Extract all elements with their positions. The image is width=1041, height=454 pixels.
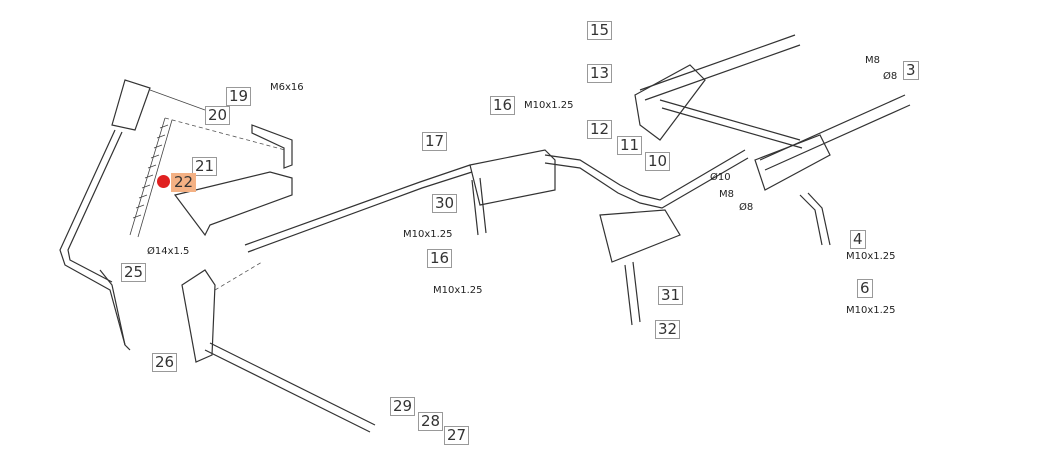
callout-21: 21 [192,157,218,176]
callout-10: 10 [645,152,671,171]
note-d8-b: Ø8 [883,71,898,82]
notched-bracket [173,171,293,237]
cross-tube [659,99,803,149]
callout-13: 13 [587,64,613,83]
callout-20: 20 [205,106,231,125]
callout-19: 19 [226,87,252,106]
rod-17 [244,164,473,253]
callout-11: 11 [617,136,643,155]
callout-32: 32 [655,320,681,339]
rod-30 [471,177,487,236]
center-bracket [469,149,556,206]
right-bracket [754,134,831,191]
note-m10-e: M10x1.25 [846,305,896,316]
selection-marker [157,175,170,188]
callout-15: 15 [587,21,613,40]
callout-31: 31 [658,286,684,305]
pedal-post [181,269,216,363]
pedal-arm [99,269,126,346]
rod-4 [799,192,831,246]
callout-12: 12 [587,120,613,139]
note-m10-d: M10x1.25 [846,251,896,262]
cross-shaft [204,342,376,433]
note-d8-a: Ø8 [739,202,754,213]
note-m10-b: M10x1.25 [403,229,453,240]
callout-16b: 16 [427,249,453,268]
callout-22[interactable]: 22 [171,173,197,192]
note-d14: Ø14x1.5 [147,246,190,257]
note-m10-c: M10x1.25 [433,285,483,296]
note-m8-a: M8 [719,189,734,200]
rod-3 [759,94,911,171]
note-d10: Ø10 [710,172,731,183]
callout-4: 4 [850,230,866,249]
callout-25: 25 [121,263,147,282]
note-m6x16: M6x16 [270,82,304,93]
grip-leader [149,89,206,111]
bracket-19 [251,124,293,169]
callout-29: 29 [390,397,416,416]
callout-26: 26 [152,353,178,372]
rear-bracket [634,64,706,141]
callout-6: 6 [857,279,873,298]
callout-17: 17 [422,132,448,151]
rod-31 [624,261,641,326]
callout-16: 16 [490,96,516,115]
rod-11 [544,149,749,209]
callout-27: 27 [444,426,470,445]
lever-rod [59,129,131,351]
lever-rod-edge [67,131,123,283]
note-m10-a: M10x1.25 [524,100,574,111]
post-leader [214,261,263,291]
callout-28: 28 [418,412,444,431]
rear-axle-arm [639,34,801,101]
callout-3: 3 [903,61,919,80]
lift-lever [111,79,151,131]
callout-30: 30 [432,194,458,213]
front-arm [599,209,681,263]
spring [129,117,173,238]
note-m8-b: M8 [865,55,880,66]
